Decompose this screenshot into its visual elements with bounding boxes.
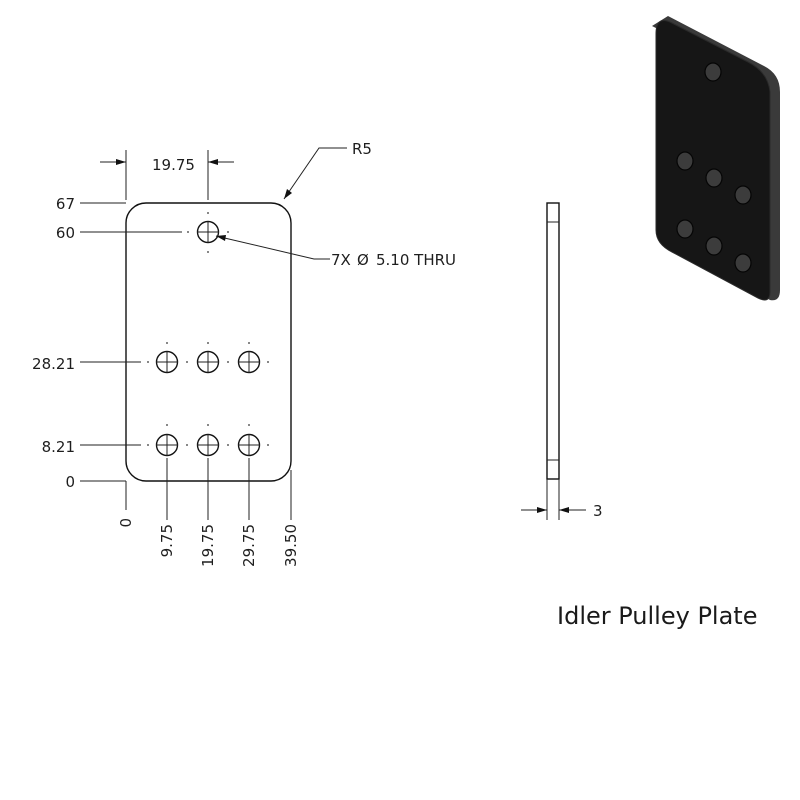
hole-callout-spec: 5.10 THRU <box>376 251 456 269</box>
radius-label: R5 <box>352 140 372 158</box>
ordinate-label-9-75: 9.75 <box>158 524 176 557</box>
thickness-label: 3 <box>593 502 603 520</box>
ordinate-label-60: 60 <box>56 224 75 242</box>
horizontal-ordinate-lines <box>125 458 292 520</box>
hole-bottom-left <box>155 433 179 457</box>
top-dimension-label: 19.75 <box>152 156 195 174</box>
radius-leader <box>283 147 347 200</box>
hole-callout-count: 7X <box>331 251 351 269</box>
ordinate-label-67: 67 <box>56 195 75 213</box>
hole-mid-center <box>196 350 220 374</box>
ordinate-label-0-vertical: 0 <box>65 473 75 491</box>
ordinate-label-8-21: 8.21 <box>42 438 75 456</box>
ordinate-label-0-horizontal: 0 <box>117 518 135 528</box>
ordinate-label-28-21: 28.21 <box>32 355 75 373</box>
iso-holes <box>676 62 752 273</box>
side-view <box>521 202 586 520</box>
vertical-ordinate-lines <box>80 202 182 482</box>
top-dimension <box>100 150 234 200</box>
holes <box>155 220 261 457</box>
diameter-symbol: Ø <box>357 251 369 269</box>
hole-mid-left <box>155 350 179 374</box>
ordinate-label-29-75: 29.75 <box>240 524 258 567</box>
ordinate-label-19-75: 19.75 <box>199 524 217 567</box>
center-marks <box>147 212 269 446</box>
drawing-title: Idler Pulley Plate <box>557 602 757 630</box>
front-view: 19.75 R5 7X Ø 5.10 THRU 67 60 28.21 8.21… <box>32 140 456 567</box>
hole-callout-leader <box>215 235 330 260</box>
hole-top <box>196 220 220 244</box>
side-view-outline <box>546 202 560 480</box>
ordinate-label-39-50: 39.50 <box>282 524 300 567</box>
hole-mid-right <box>237 350 261 374</box>
isometric-view <box>652 16 780 301</box>
hole-bottom-right <box>237 433 261 457</box>
hole-bottom-center <box>196 433 220 457</box>
